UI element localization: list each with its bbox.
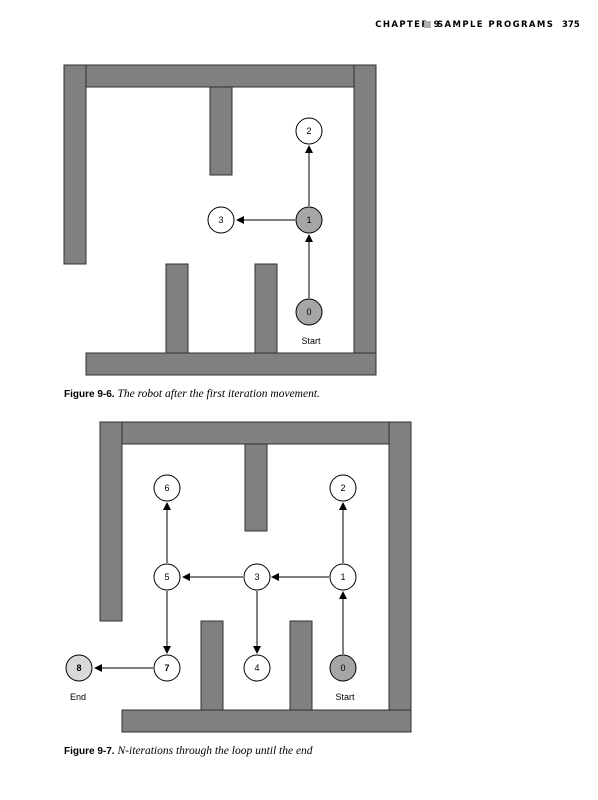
figure-9-6-caption: Figure 9-6. The robot after the first it… xyxy=(64,388,320,400)
running-header: CHAPTER 9 SAMPLE PROGRAMS 375 xyxy=(0,20,598,34)
node: 4 xyxy=(243,654,271,682)
caption-text: The robot after the first iteration move… xyxy=(117,388,320,400)
wall-inner-post-1 xyxy=(200,620,224,711)
caption-text: N-iterations through the loop until the … xyxy=(117,745,313,757)
node: 7 xyxy=(153,654,181,682)
node-label: 3 xyxy=(254,572,259,582)
end-label: End xyxy=(70,692,86,702)
node: 3 xyxy=(243,563,271,591)
wall-inner-post-1 xyxy=(165,263,189,354)
node-label: 3 xyxy=(218,215,223,225)
node-label: 0 xyxy=(306,307,311,317)
chapter-title: SAMPLE PROGRAMS xyxy=(437,20,555,30)
node-label: 5 xyxy=(164,572,169,582)
wall-bottom xyxy=(121,709,412,733)
node: 6 xyxy=(153,474,181,502)
node-label: 0 xyxy=(340,663,345,673)
wall-inner-hanging xyxy=(244,443,268,532)
node-label: 2 xyxy=(340,483,345,493)
node-label: 4 xyxy=(254,663,259,673)
wall-inner-post-2 xyxy=(254,263,278,354)
wall-inner-hanging xyxy=(209,86,233,176)
wall-bottom xyxy=(85,352,377,376)
path-arrows xyxy=(236,145,313,298)
maze-walls xyxy=(99,421,412,733)
node: 3 xyxy=(207,206,235,234)
node-label: 1 xyxy=(306,215,311,225)
page-number: 375 xyxy=(562,20,580,30)
node-label: 6 xyxy=(164,483,169,493)
figure-9-7-caption: Figure 9-7. N-iterations through the loo… xyxy=(64,745,313,757)
node: 2 xyxy=(295,117,323,145)
caption-label: Figure 9-7. xyxy=(64,746,115,757)
wall-inner-post-2 xyxy=(289,620,313,711)
start-label: Start xyxy=(301,336,321,346)
wall-right xyxy=(388,421,412,711)
node: 8 xyxy=(65,654,93,682)
wall-right xyxy=(353,64,377,354)
nodes: 2 3 1 0 xyxy=(207,117,323,326)
wall-top xyxy=(85,64,355,88)
wall-left xyxy=(99,421,123,622)
node: 0 xyxy=(295,298,323,326)
wall-top xyxy=(121,421,390,445)
node-label: 2 xyxy=(306,126,311,136)
figure-9-7-diagram: 6 2 5 3 1 8 7 4 xyxy=(65,421,412,733)
chapter-label: CHAPTER 9 xyxy=(375,20,441,30)
maze-walls xyxy=(63,64,377,376)
nodes: 6 2 5 3 1 8 7 4 xyxy=(65,474,357,682)
path-arrows xyxy=(94,502,347,672)
start-label: Start xyxy=(335,692,355,702)
node: 2 xyxy=(329,474,357,502)
node: 5 xyxy=(153,563,181,591)
caption-label: Figure 9-6. xyxy=(64,389,115,400)
node: 1 xyxy=(329,563,357,591)
node-label: 8 xyxy=(76,663,81,673)
wall-left xyxy=(63,64,87,265)
header-separator xyxy=(424,21,431,28)
node: 1 xyxy=(295,206,323,234)
node-label: 1 xyxy=(340,572,345,582)
figure-9-6-diagram: 2 3 1 0 Start xyxy=(63,64,377,376)
node: 0 xyxy=(329,654,357,682)
node-label: 7 xyxy=(164,663,169,673)
